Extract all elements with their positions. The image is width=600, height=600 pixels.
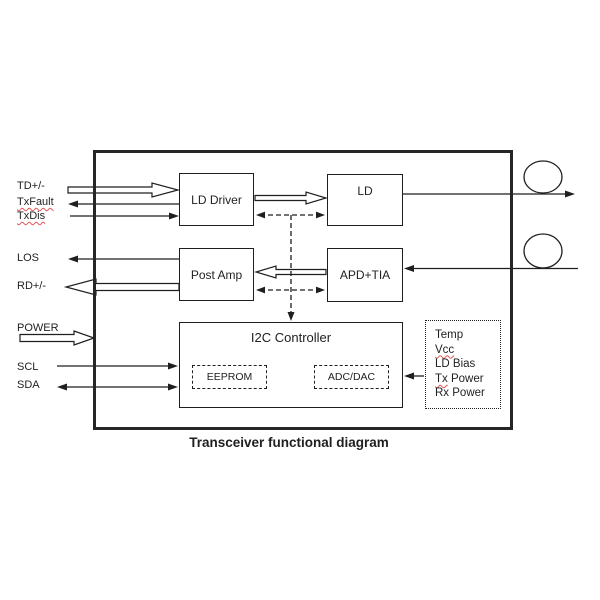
block-eeprom-label: EEPROM bbox=[206, 371, 253, 383]
block-ld-label: LD bbox=[357, 184, 373, 198]
block-eeprom: EEPROM bbox=[192, 365, 267, 389]
monitor-item-tx-power: Tx Power bbox=[435, 372, 484, 385]
block-i2c-controller: I2C Controller bbox=[179, 322, 403, 408]
pin-label-td: TD+/- bbox=[17, 180, 45, 192]
txdis-input-arrow bbox=[70, 212, 179, 220]
block-i2c-label: I2C Controller bbox=[250, 330, 332, 345]
monitor-item-ld-bias: LD Bias bbox=[435, 358, 476, 371]
block-adc-dac-label: ADC/DAC bbox=[327, 371, 376, 383]
block-ld-driver: LD Driver bbox=[179, 173, 254, 226]
pin-label-scl: SCL bbox=[17, 361, 39, 373]
monitor-parameters-box: Temp Vcc LD Bias Tx Power Rx Power bbox=[425, 320, 501, 409]
block-adc-dac: ADC/DAC bbox=[314, 365, 389, 389]
block-ld: LD bbox=[327, 174, 403, 226]
postamp-apd-dashed-link bbox=[256, 286, 325, 294]
monitor-item-rx-power: Rx Power bbox=[435, 387, 485, 400]
ld-driver-ld-dashed-link bbox=[256, 211, 325, 219]
pin-label-sda: SDA bbox=[17, 379, 40, 391]
scl-line bbox=[57, 362, 178, 370]
block-post-amp: Post Amp bbox=[179, 248, 254, 301]
block-apd-tia: APD+TIA bbox=[327, 248, 403, 302]
td-input-arrow bbox=[67, 182, 181, 198]
rx-fiber-coil bbox=[523, 233, 563, 269]
pin-label-txfault: TxFault bbox=[17, 196, 54, 208]
diagram-caption: Transceiver functional diagram bbox=[189, 435, 389, 450]
module-boundary bbox=[93, 150, 513, 430]
pin-label-power: POWER bbox=[17, 322, 59, 334]
power-input-arrow bbox=[19, 330, 96, 346]
monitor-item-temp: Temp bbox=[435, 329, 464, 341]
block-apd-tia-label: APD+TIA bbox=[339, 268, 391, 282]
block-ld-driver-label: LD Driver bbox=[191, 192, 242, 207]
tx-fiber-output bbox=[403, 190, 575, 198]
monitor-item-vcc: Vcc bbox=[435, 343, 455, 356]
pin-label-los: LOS bbox=[17, 252, 40, 264]
block-post-amp-label: Post Amp bbox=[190, 267, 243, 282]
i2c-dashed-link bbox=[287, 215, 295, 321]
pin-label-rd: RD+/- bbox=[17, 280, 47, 292]
rx-fiber-input bbox=[404, 265, 578, 272]
sda-line bbox=[57, 383, 178, 391]
pin-label-txdis: TxDis bbox=[17, 210, 46, 222]
ld-driver-to-ld-arrow bbox=[254, 191, 329, 205]
monitor-to-i2c-arrow bbox=[404, 372, 424, 380]
tx-fiber-coil bbox=[523, 160, 563, 194]
